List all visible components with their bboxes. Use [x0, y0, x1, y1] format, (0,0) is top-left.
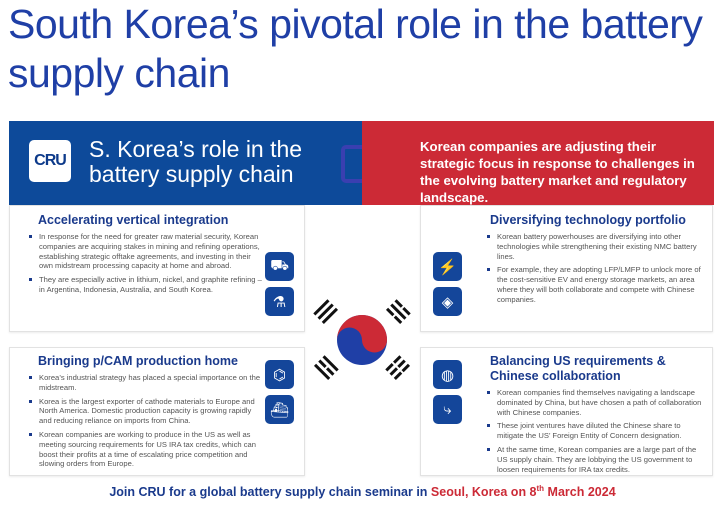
panel-vertical-integration: Accelerating vertical integration In res… — [9, 205, 305, 332]
molecule-icon: ⌬ — [265, 360, 294, 389]
footer-location-date: Seoul, Korea on 8 — [430, 485, 537, 500]
bullet: They are especially active in lithium, n… — [28, 275, 264, 295]
mine-cart-icon: ⛟ — [265, 252, 294, 281]
battery-charging-icon: ⚡ — [433, 252, 462, 281]
panel-heading: Accelerating vertical integration — [38, 213, 229, 227]
bullet: Korea is the largest exporter of cathode… — [28, 397, 264, 426]
bullet: Korean companies are working to produce … — [28, 430, 264, 469]
panel-heading: Diversifying technology portfolio — [490, 213, 686, 227]
panel-us-china-balance: Balancing US requirements & Chinese coll… — [420, 347, 713, 476]
page-title: South Korea’s pivotal role in the batter… — [8, 1, 703, 96]
bullet: Korea’s industrial strategy has placed a… — [28, 373, 264, 393]
banner-left: CRU S. Korea’s role in the battery suppl… — [9, 121, 391, 205]
korean-flag-icon — [313, 299, 411, 381]
panel-heading: Bringing p/CAM production home — [38, 354, 238, 368]
globe-icon: ◍ — [433, 360, 462, 389]
panel-heading: Balancing US requirements & Chinese coll… — [490, 354, 666, 383]
banner: CRU S. Korea’s role in the battery suppl… — [9, 121, 714, 205]
bullet: Korean battery powerhouses are diversify… — [486, 232, 702, 261]
panel-technology-portfolio: Diversifying technology portfolio Korean… — [420, 205, 713, 332]
seminar-footer: Join CRU for a global battery supply cha… — [0, 484, 725, 499]
cargo-ship-icon: ⛴ — [265, 395, 294, 424]
banner-right: Korean companies are adjusting their str… — [362, 121, 714, 205]
footer-month-year: March 2024 — [544, 485, 616, 500]
bullet: In response for the need for greater raw… — [28, 232, 264, 271]
bullet: Korean companies find themselves navigat… — [486, 388, 702, 417]
refining-beaker-icon: ⚗ — [265, 287, 294, 316]
cru-logo: CRU — [29, 140, 71, 182]
footer-date-suffix: th — [536, 484, 545, 493]
banner-heading: S. Korea’s role in the battery supply ch… — [89, 136, 303, 187]
panel-pcam-production: Bringing p/CAM production home Korea’s i… — [9, 347, 305, 476]
solar-panel-icon: ◈ — [433, 287, 462, 316]
footer-text: Join CRU for a global battery supply cha… — [109, 485, 431, 500]
route-icon: ⤷ — [433, 395, 462, 424]
bullet: For example, they are adopting LFP/LMFP … — [486, 265, 702, 304]
banner-summary: Korean companies are adjusting their str… — [420, 139, 695, 205]
bullet: These joint ventures have diluted the Ch… — [486, 421, 702, 441]
bullet: At the same time, Korean companies are a… — [486, 445, 702, 474]
